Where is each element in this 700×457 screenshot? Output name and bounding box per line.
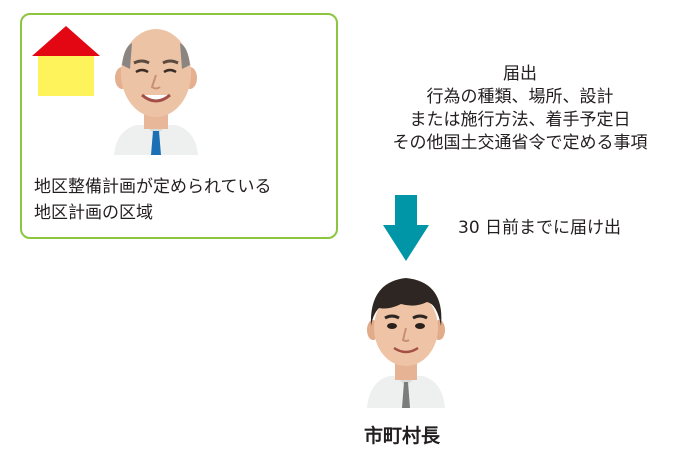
notification-text: 届出 行為の種類、場所、設計 または施行方法、着手予定日 その他国土交通省令で定… [360,63,680,155]
notification-line-3: その他国土交通省令で定める事項 [392,133,648,153]
notification-line-1: 行為の種類、場所、設計 [426,87,614,107]
mayor-avatar [367,278,445,408]
area-description: 地区整備計画が定められている 地区計画の区域 [34,174,272,226]
notification-line-2: または施行方法、着手予定日 [409,110,631,130]
notification-title: 届出 [503,64,537,84]
area-line-1: 地区整備計画が定められている [34,177,272,197]
recipient-label: 市町村長 [363,425,440,447]
house-icon [32,26,100,96]
applicant-avatar [114,29,198,155]
deadline-text: 30 日前までに届け出 [458,218,622,238]
area-line-2: 地区計画の区域 [34,203,153,223]
down-arrow-icon [383,195,429,261]
